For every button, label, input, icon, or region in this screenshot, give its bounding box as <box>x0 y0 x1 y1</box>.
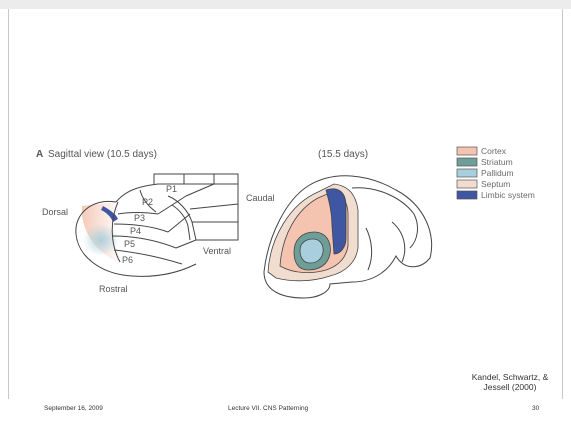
label-p1: P1 <box>166 184 177 194</box>
pallidum-fill-10-5 <box>83 224 119 256</box>
ventricle-arc-inner <box>172 205 190 240</box>
legend-swatch-pallidum <box>457 169 477 177</box>
label-p3: P3 <box>134 213 145 223</box>
boundary-p5 <box>112 236 176 248</box>
figure-credit: Kandel, Schwartz, & Jessell (2000) <box>450 372 570 392</box>
legend-swatch-striatum <box>457 158 477 166</box>
label-p6: P6 <box>122 255 133 265</box>
footer-title: Lecture VII. CNS Patterning <box>228 405 308 412</box>
legend-swatch-limbic-system <box>457 191 477 199</box>
diencephalon-line <box>366 228 372 270</box>
footer-page-number: 30 <box>532 405 539 412</box>
caudal-segment-lines <box>184 174 214 184</box>
legend-swatch-septum <box>457 180 477 188</box>
label-dorsal: Dorsal <box>42 207 68 217</box>
label-p5: P5 <box>124 239 135 249</box>
panel-letter: A <box>36 149 43 160</box>
panel-title: Sagittal view (10.5 days) <box>48 149 157 160</box>
label-ventral: Ventral <box>203 246 231 256</box>
legend: Cortex Striatum Pallidum Septum Limbic s… <box>457 146 535 200</box>
legend-label-pallidum: Pallidum <box>481 168 514 178</box>
footer-date: September 16, 2009 <box>44 405 103 412</box>
legend-label-limbic-system: Limbic system <box>481 190 535 200</box>
label-rostral: Rostral <box>99 284 128 294</box>
legend-label-cortex: Cortex <box>481 146 507 156</box>
dorsoventral-lines <box>158 196 196 248</box>
second-title: (15.5 days) <box>318 149 368 160</box>
pallidum-region <box>300 239 323 263</box>
label-caudal: Caudal <box>246 193 275 203</box>
midbrain-fold <box>352 188 417 248</box>
ventricle-arc-outer <box>168 196 196 240</box>
p1-boundaries <box>186 184 238 222</box>
legend-label-septum: Septum <box>481 179 510 189</box>
credit-line-2: Jessell (2000) <box>450 382 570 392</box>
legend-swatch-cortex <box>457 147 477 155</box>
brain-15-5-diagram <box>264 176 432 298</box>
credit-line-1: Kandel, Schwartz, & <box>450 372 570 382</box>
brainstem-line <box>392 222 405 262</box>
embryo-10-5-diagram: P1 P2 P3 P4 P5 P6 Dorsal Caudal Ventral … <box>42 174 275 294</box>
label-p4: P4 <box>130 226 141 236</box>
label-p2: P2 <box>142 197 153 207</box>
legend-label-striatum: Striatum <box>481 157 513 167</box>
